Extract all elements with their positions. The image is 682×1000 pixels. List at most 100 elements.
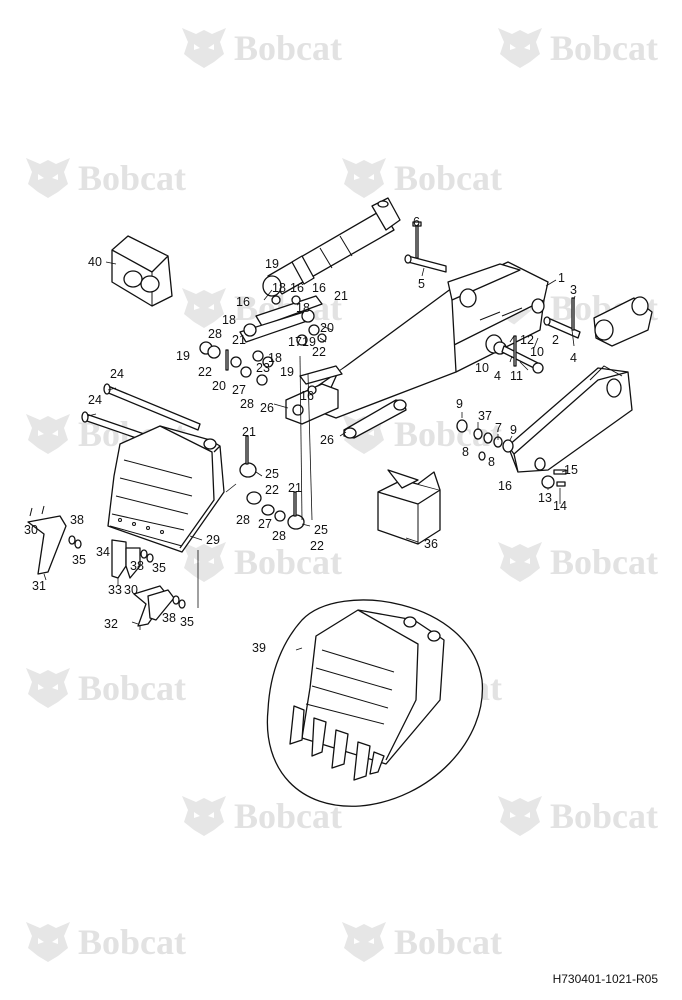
- callout-38-mid: 38: [130, 559, 144, 573]
- callout-17: 17: [288, 335, 302, 349]
- watermark-9: Bobcat: [182, 542, 342, 582]
- cylinder-assembly[interactable]: [262, 197, 401, 297]
- callout-19-left: 19: [176, 349, 190, 363]
- callout-21-top: 21: [334, 289, 348, 303]
- callout-11: 11: [510, 369, 523, 383]
- ring-stack-7-8-9-37[interactable]: [456, 419, 514, 461]
- link-assembly-upper[interactable]: [239, 295, 327, 346]
- callout-24-upper: 24: [110, 367, 124, 381]
- callout-39: 39: [252, 641, 266, 655]
- part-1-arm[interactable]: [305, 261, 549, 419]
- bobcat-logo-icon: [182, 542, 226, 582]
- part-36-kit-box[interactable]: [377, 469, 441, 545]
- callout-21-left: 21: [232, 333, 246, 347]
- part-29-bucket[interactable]: [107, 425, 225, 553]
- bolt-14[interactable]: [556, 481, 566, 487]
- bobcat-logo-icon: [26, 922, 70, 962]
- callout-28-bottom: 28: [272, 529, 286, 543]
- bucket-cylinder-end[interactable]: [593, 296, 653, 347]
- callout-22-lower: 22: [310, 539, 324, 553]
- callout-27-left: 27: [232, 383, 246, 397]
- callout-22-mid: 22: [265, 483, 279, 497]
- bolt-15[interactable]: [553, 469, 567, 475]
- callout-25-lower: 25: [314, 523, 328, 537]
- rings-25-27-28[interactable]: [239, 435, 305, 530]
- parts-drawing: 40 1 3 2 4 6 5 12 10 10 4 11 9 37 7 9 8 …: [24, 197, 653, 807]
- callout-4-mid: 4: [494, 369, 501, 383]
- bolt-2[interactable]: [571, 297, 575, 331]
- callout-25-upper: 25: [265, 467, 279, 481]
- document-number: H730401-1021-R05: [552, 972, 658, 986]
- callout-18-mid: 18: [296, 301, 310, 315]
- callout-7: 7: [495, 421, 502, 435]
- watermark-1: Bobcat: [182, 28, 342, 68]
- watermark-14: Bobcat: [498, 796, 658, 836]
- callout-16-top-a: 16: [290, 281, 304, 295]
- callout-19-low: 19: [280, 365, 294, 379]
- callout-16-right: 16: [498, 479, 512, 493]
- callout-18-left: 18: [222, 313, 236, 327]
- bobcat-logo-icon: [182, 796, 226, 836]
- pin-24-upper[interactable]: [103, 383, 201, 431]
- watermark-15: Bobcat: [26, 922, 186, 962]
- bobcat-logo-icon: [182, 28, 226, 68]
- watermark-8: Bobcat: [342, 414, 502, 454]
- part-39-bucket-option[interactable]: [266, 599, 484, 807]
- callout-38-low: 38: [162, 611, 176, 625]
- watermark-text: Bobcat: [234, 542, 342, 582]
- callout-8-left: 8: [462, 445, 469, 459]
- pin-10-11-group[interactable]: [493, 335, 544, 374]
- part-40-wedge-block[interactable]: [111, 235, 173, 307]
- callout-35-low: 35: [180, 615, 194, 629]
- callout-27-low: 27: [258, 517, 272, 531]
- callout-13: 13: [538, 491, 552, 505]
- part-26-link[interactable]: [343, 399, 407, 439]
- bobcat-logo-icon: [498, 28, 542, 68]
- callout-leaders: [43, 224, 576, 651]
- callout-9-left: 9: [456, 397, 463, 411]
- rings-19-22-left[interactable]: [199, 341, 274, 386]
- pin-5[interactable]: [404, 254, 447, 273]
- callout-30-mid: 30: [124, 583, 138, 597]
- part-32-tooth[interactable]: [133, 585, 186, 627]
- bobcat-logo-icon: [26, 414, 70, 454]
- callout-34: 34: [96, 545, 110, 559]
- watermark-11: Bobcat: [26, 668, 186, 708]
- callout-40: 40: [88, 255, 102, 269]
- watermark-text: Bobcat: [78, 668, 186, 708]
- pin-3[interactable]: [543, 316, 581, 339]
- callout-24-lower: 24: [88, 393, 102, 407]
- callout-5: 5: [418, 277, 425, 291]
- watermark-text: Bobcat: [550, 542, 658, 582]
- part-33-tooth[interactable]: [111, 539, 154, 579]
- callout-6: 6: [413, 215, 420, 229]
- callout-18-low: 18: [268, 351, 282, 365]
- watermark-16: Bobcat: [342, 922, 502, 962]
- callout-31: 31: [32, 579, 46, 593]
- bobcat-logo-icon: [342, 922, 386, 962]
- watermark-text: Bobcat: [550, 28, 658, 68]
- callout-36: 36: [424, 537, 438, 551]
- callout-28-left: 28: [208, 327, 222, 341]
- group-leaders: [139, 483, 237, 630]
- bobcat-logo-icon: [182, 288, 226, 328]
- callout-10-left: 10: [475, 361, 489, 375]
- watermark-text: Bobcat: [394, 158, 502, 198]
- watermark-text: Bobcat: [78, 158, 186, 198]
- callout-32: 32: [104, 617, 118, 631]
- callout-14: 14: [553, 499, 567, 513]
- callout-19-mid: 19: [302, 335, 316, 349]
- watermark-text: Bobcat: [394, 414, 502, 454]
- bobcat-logo-icon: [498, 796, 542, 836]
- part-31-tooth-adapter[interactable]: [27, 505, 82, 575]
- washer-13[interactable]: [541, 475, 555, 489]
- watermark-4: Bobcat: [342, 158, 502, 198]
- callout-23: 23: [256, 361, 270, 375]
- bucket-link-right[interactable]: [507, 365, 633, 473]
- callout-22-left: 22: [198, 365, 212, 379]
- callout-28-mid: 28: [236, 513, 250, 527]
- callout-16-top-b: 16: [312, 281, 326, 295]
- callout-9-right: 9: [510, 423, 517, 437]
- callout-21-mid: 21: [242, 425, 256, 439]
